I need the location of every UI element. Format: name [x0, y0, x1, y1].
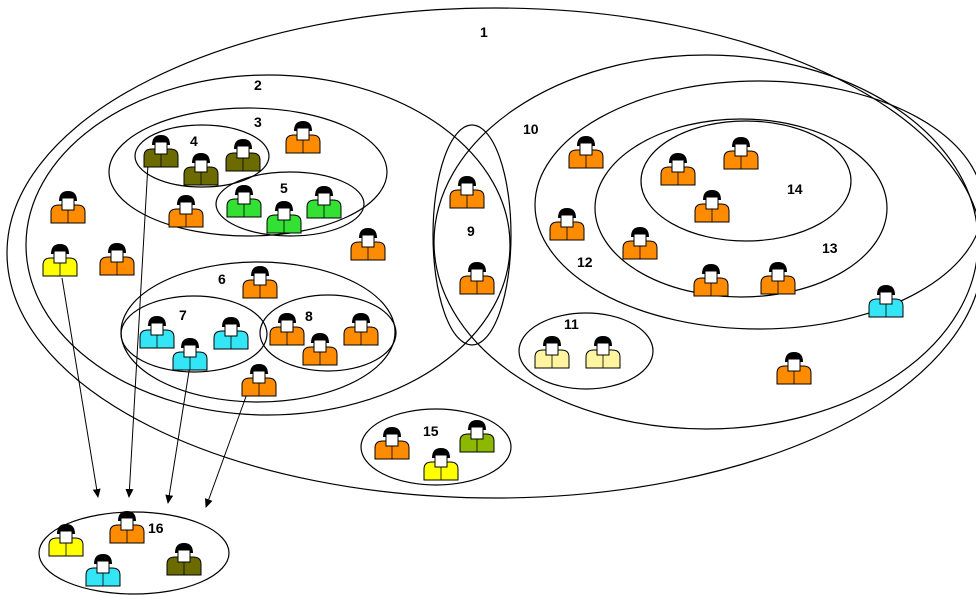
group-6-label: 6: [218, 271, 226, 287]
person-icon: [374, 427, 410, 460]
group-16-label: 16: [148, 520, 164, 536]
group-4-ellipse: [134, 124, 270, 188]
group-13-ellipse: [594, 118, 888, 298]
group-3-ellipse: [108, 107, 388, 237]
group-2-ellipse: [25, 74, 511, 416]
person-icon: [534, 336, 570, 369]
arrow-orange-to-16: [204, 390, 249, 508]
group-9-ellipse: [432, 124, 512, 346]
group-10-ellipse: [433, 54, 976, 430]
person-icon: [48, 524, 84, 557]
person-icon: [449, 176, 485, 209]
group-16-ellipse: [38, 511, 230, 595]
person-icon: [225, 139, 261, 172]
person-icon: [423, 448, 459, 481]
person-icon: [213, 317, 249, 350]
group-5-label: 5: [280, 180, 288, 196]
group-12-label: 12: [577, 254, 593, 270]
person-icon: [343, 313, 379, 346]
group-8-ellipse: [259, 294, 397, 372]
person-icon: [306, 186, 342, 219]
person-icon: [269, 313, 305, 346]
person-icon: [350, 228, 386, 261]
group-1-ellipse: [6, 7, 976, 499]
person-icon: [266, 201, 302, 234]
person-icon: [776, 352, 812, 385]
person-icon: [166, 543, 202, 576]
person-icon: [459, 420, 495, 453]
person-icon: [868, 285, 904, 318]
person-icon: [143, 135, 179, 168]
group-3-label: 3: [254, 114, 262, 130]
person-icon: [109, 511, 145, 544]
arrow-yellow-to-16: [61, 277, 101, 498]
person-icon: [568, 136, 604, 169]
group-14-label: 14: [787, 181, 803, 197]
person-icon: [302, 333, 338, 366]
person-icon: [42, 244, 78, 277]
person-icon: [50, 191, 86, 224]
person-icon: [168, 195, 204, 228]
person-icon: [139, 316, 175, 349]
person-icon: [242, 266, 278, 299]
group-13-label: 13: [822, 240, 838, 256]
person-icon: [694, 190, 730, 223]
person-icon: [99, 243, 135, 276]
person-icon: [760, 262, 796, 295]
group-14-ellipse: [640, 120, 852, 242]
person-icon: [549, 208, 585, 241]
group-15-ellipse: [360, 408, 512, 486]
group-12-ellipse: [534, 80, 976, 330]
person-icon: [693, 264, 729, 297]
group-11-label: 11: [564, 316, 579, 332]
person-icon: [226, 185, 262, 218]
person-icon: [723, 137, 759, 170]
person-icon: [660, 153, 696, 186]
person-icon: [172, 338, 208, 371]
group-9-label: 9: [467, 223, 475, 239]
person-icon: [285, 121, 321, 154]
group-8-label: 8: [305, 308, 313, 324]
group-11-ellipse: [518, 312, 654, 390]
person-icon: [622, 227, 658, 260]
group-7-ellipse: [120, 295, 268, 373]
group-7-label: 7: [179, 307, 187, 323]
group-15-label: 15: [423, 423, 439, 439]
group-4-label: 4: [190, 133, 198, 149]
group-1-label: 1: [480, 24, 488, 40]
person-icon: [85, 554, 121, 587]
group-2-label: 2: [254, 77, 262, 93]
person-icon: [183, 153, 219, 186]
person-icon: [459, 262, 495, 295]
group-5-ellipse: [215, 171, 365, 237]
group-10-label: 10: [523, 121, 539, 137]
person-icon: [241, 364, 277, 397]
arrow-group4-to-16: [125, 163, 149, 498]
person-icon: [585, 336, 621, 369]
arrow-group7-to-16: [165, 364, 191, 504]
